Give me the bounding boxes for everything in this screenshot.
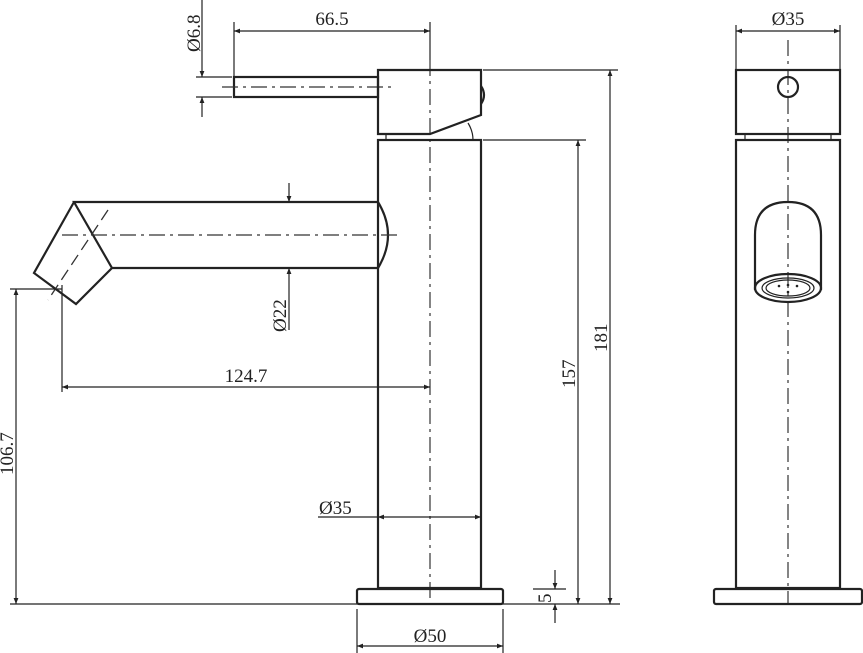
handle-swivel-arc [467,122,474,141]
handle-detail [480,85,486,105]
dim-total-height: 181 [591,324,612,353]
handle-body [376,68,483,136]
side-view: Ø35 [712,9,863,606]
front-view [32,60,505,606]
aerator [753,272,823,304]
dim-base-diameter: Ø50 [414,626,447,647]
dim-spout-height: 106.7 [0,432,18,475]
lever-hole [776,75,800,99]
spout-end [753,200,823,290]
dim-body-diameter: Ø35 [319,498,352,519]
dim-lever-length: 66.5 [315,9,348,30]
dim-base-thickness: 5 [535,594,556,604]
dim-lever-diameter: Ø6.8 [184,15,205,52]
dim-spout-diameter: Ø22 [270,299,291,332]
dim-spout-reach: 124.7 [225,366,268,387]
dim-body-height: 157 [559,360,580,389]
spout [32,200,389,306]
dim-side-body-diameter: Ø35 [772,9,805,30]
side-faucet-base [712,587,863,606]
dimensions: 66.5 Ø6.8 Ø22 124.7 106.7 Ø35 5 157 [0,0,620,653]
